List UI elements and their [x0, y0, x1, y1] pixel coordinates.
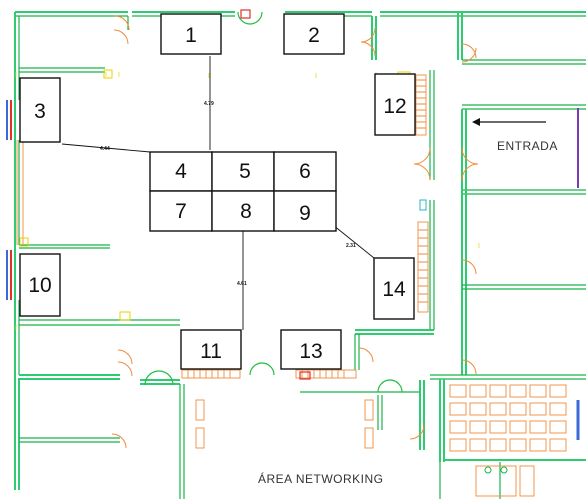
- booth-label: 8: [240, 200, 252, 223]
- booth-2[interactable]: 2: [283, 13, 345, 55]
- furniture: [181, 74, 567, 497]
- svg-text:I: I: [105, 72, 107, 79]
- classroom-desks: [449, 384, 567, 452]
- booth-label: 9: [299, 202, 311, 225]
- dimension-line-booth-3: [61, 143, 151, 153]
- svg-text:I: I: [118, 72, 120, 79]
- booth-11[interactable]: 11: [180, 329, 242, 370]
- booth-label: 3: [34, 100, 46, 123]
- svg-text:I: I: [478, 243, 480, 250]
- booth-8[interactable]: 8: [211, 190, 275, 232]
- booth-label: 14: [382, 278, 406, 301]
- booth-label: 11: [200, 340, 222, 363]
- booth-7[interactable]: 7: [149, 190, 213, 232]
- booth-13[interactable]: 13: [280, 329, 342, 370]
- booth-label: 1: [185, 24, 197, 47]
- walls: [6, 11, 586, 499]
- booth-label: 13: [299, 340, 322, 363]
- booth-5[interactable]: 5: [211, 151, 275, 192]
- dimension-lines: 4.79 4.44 4.61 2.31: [61, 56, 375, 330]
- booth-4[interactable]: 4: [149, 151, 213, 192]
- svg-text:I: I: [15, 72, 17, 79]
- booth-label: 7: [175, 200, 187, 223]
- dimension-line-booth-14: [332, 224, 375, 259]
- dimension-booth-14: 2.31: [346, 243, 356, 249]
- booth-label: 10: [28, 274, 51, 297]
- entrance-arrow-icon: [472, 118, 480, 126]
- booth-6[interactable]: 6: [273, 151, 337, 192]
- booth-9[interactable]: 9: [273, 190, 337, 232]
- dimension-booth-3: 4.44: [100, 146, 110, 152]
- dimension-booth-11: 4.61: [237, 281, 247, 287]
- entrance-label: ENTRADA: [497, 139, 558, 153]
- doors: [111, 11, 479, 449]
- networking-area-label: ÁREA NETWORKING: [258, 471, 384, 486]
- entrance-marker: ENTRADA: [472, 118, 558, 153]
- svg-text:I: I: [315, 73, 317, 80]
- svg-text:I: I: [15, 325, 17, 332]
- booth-1[interactable]: 1: [160, 13, 222, 55]
- booth-label: 5: [239, 160, 251, 183]
- booth-label: 4: [175, 160, 187, 183]
- booth-label: 12: [383, 95, 406, 118]
- booth-14[interactable]: 14: [373, 257, 415, 320]
- booth-label: 2: [308, 24, 320, 47]
- booth-10[interactable]: 10: [19, 253, 61, 317]
- dimension-booth-1: 4.79: [204, 101, 214, 107]
- booth-12[interactable]: 12: [374, 73, 416, 136]
- svg-text:I: I: [208, 73, 210, 80]
- booth-3[interactable]: 3: [19, 77, 61, 143]
- booth-label: 6: [299, 160, 311, 183]
